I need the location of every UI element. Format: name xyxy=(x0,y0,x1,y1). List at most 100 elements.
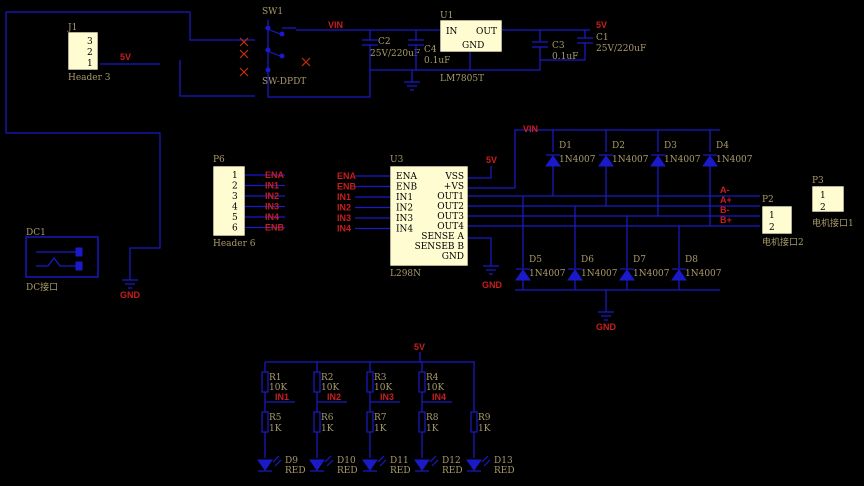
diode-d8: D8 1N4007 xyxy=(671,255,722,281)
p3-ref: P3 xyxy=(812,176,824,186)
net-p6-in1: IN1 xyxy=(265,181,279,191)
diode-ref-d6: D6 xyxy=(581,255,594,265)
led-ref-d13: D13 xyxy=(494,456,513,466)
regulator-u1: U1 IN OUT GND LM7805T xyxy=(439,11,503,84)
net-u3-in4: IN4 xyxy=(337,224,351,234)
c3-ref: C3 xyxy=(552,41,565,51)
u3-pin-ena: ENA xyxy=(396,172,417,182)
u3-pin-r4: OUT3 xyxy=(437,212,464,222)
diode-ref-d5: D5 xyxy=(529,255,542,265)
u3-name: L298N xyxy=(390,269,421,279)
net-out-1: A+ xyxy=(720,195,732,205)
wire-led-5v xyxy=(265,352,475,363)
p2-pin2: 2 xyxy=(769,223,775,233)
j1-pin2: 2 xyxy=(87,48,93,58)
p2-ref: P2 xyxy=(762,195,774,205)
net-p6-in2: IN2 xyxy=(265,191,279,201)
u1-in: IN xyxy=(446,27,458,37)
sw1-ref: SW1 xyxy=(262,7,283,17)
u3-pin-r5: OUT4 xyxy=(437,222,464,232)
j1-pin3: 3 xyxy=(87,37,93,47)
p6-pin-5: 5 xyxy=(232,213,238,223)
header-j1: J1 3 2 1 Header 3 xyxy=(67,23,111,83)
res-val-r6: 1K xyxy=(321,424,334,434)
j1-name: Header 3 xyxy=(68,73,111,83)
net-out-2: B- xyxy=(720,205,730,215)
u3-pin-in4: IN4 xyxy=(396,225,413,235)
u3-pin-enb: ENB xyxy=(396,183,417,193)
res-ref-r7: R7 xyxy=(374,413,387,423)
cap-c2: C2 25V/220uF xyxy=(362,30,420,70)
net-5v-leds: 5V xyxy=(414,342,425,352)
led-val-d13: RED xyxy=(494,466,515,476)
motor-connector-p2: P2 1 2 电机接口2 xyxy=(761,195,804,248)
c4-ref: C4 xyxy=(424,45,437,55)
diode-ref-d8: D8 xyxy=(685,255,698,265)
diode-ref-d2: D2 xyxy=(612,141,625,151)
res-val-r5: 1K xyxy=(269,424,282,434)
diode-val-d2: 1N4007 xyxy=(612,155,649,165)
u3-pin-r1: +VS xyxy=(444,182,464,192)
c2-val: 25V/220uF xyxy=(370,49,420,59)
c3-val: 0.1uF xyxy=(552,52,578,62)
net-u3-enb: ENB xyxy=(337,182,357,192)
net-p6-ena: ENA xyxy=(265,170,285,180)
diode-val-d8: 1N4007 xyxy=(685,269,722,279)
res-ref-r9: R9 xyxy=(478,413,491,423)
diode-val-d4: 1N4007 xyxy=(716,155,753,165)
res-val-r4: 10K xyxy=(426,383,444,393)
res-val-r3: 10K xyxy=(374,383,392,393)
net-u3-in1: IN1 xyxy=(337,192,351,202)
res-ref-r1: R1 xyxy=(269,373,282,383)
wire-gnd-loop xyxy=(5,12,161,265)
c4-val: 0.1uF xyxy=(424,56,450,66)
net-p6-in3: IN3 xyxy=(265,202,279,212)
net-u3-ena: ENA xyxy=(337,171,357,181)
u3-pin-r8: GND xyxy=(442,252,464,262)
motor-connector-p3: P3 1 2 电机接口1 xyxy=(811,176,854,229)
net-out-0: A- xyxy=(720,185,730,195)
u3-ref: U3 xyxy=(390,155,404,165)
wire-gnd-bus xyxy=(267,60,541,98)
net-gnd-l298: GND xyxy=(482,280,503,290)
u3-pin-in1: IN1 xyxy=(396,193,413,203)
res-ref-r4: R4 xyxy=(426,373,439,383)
sw1-name: SW-DPDT xyxy=(262,77,306,87)
diode-val-d1: 1N4007 xyxy=(559,155,596,165)
p6-pin-2: 2 xyxy=(232,182,238,192)
net-u3-in3: IN3 xyxy=(337,213,351,223)
diode-val-d6: 1N4007 xyxy=(581,269,618,279)
res-val-r1: 10K xyxy=(269,383,287,393)
net-led-in2: IN2 xyxy=(327,392,341,402)
led-ref-d11: D11 xyxy=(390,456,409,466)
res-ref-r5: R5 xyxy=(269,413,282,423)
res-val-r8: 1K xyxy=(426,424,439,434)
c2-ref: C2 xyxy=(378,37,391,47)
wire-bottom-bus xyxy=(515,289,720,312)
res-ref-r3: R3 xyxy=(374,373,387,383)
net-gnd-dc: GND xyxy=(120,290,141,300)
u1-ref: U1 xyxy=(440,11,453,21)
gnd-symbol-dc xyxy=(122,265,138,289)
p6-pin-3: 3 xyxy=(232,192,238,202)
diode-d6: D6 1N4007 xyxy=(567,255,618,281)
switch-sw1: SW1 SW-DPDT xyxy=(239,7,311,87)
res-ref-r8: R8 xyxy=(426,413,439,423)
p2-name: 电机接口2 xyxy=(762,236,804,248)
diode-ref-d4: D4 xyxy=(716,141,729,151)
u3-pin-r2: OUT1 xyxy=(437,192,464,202)
